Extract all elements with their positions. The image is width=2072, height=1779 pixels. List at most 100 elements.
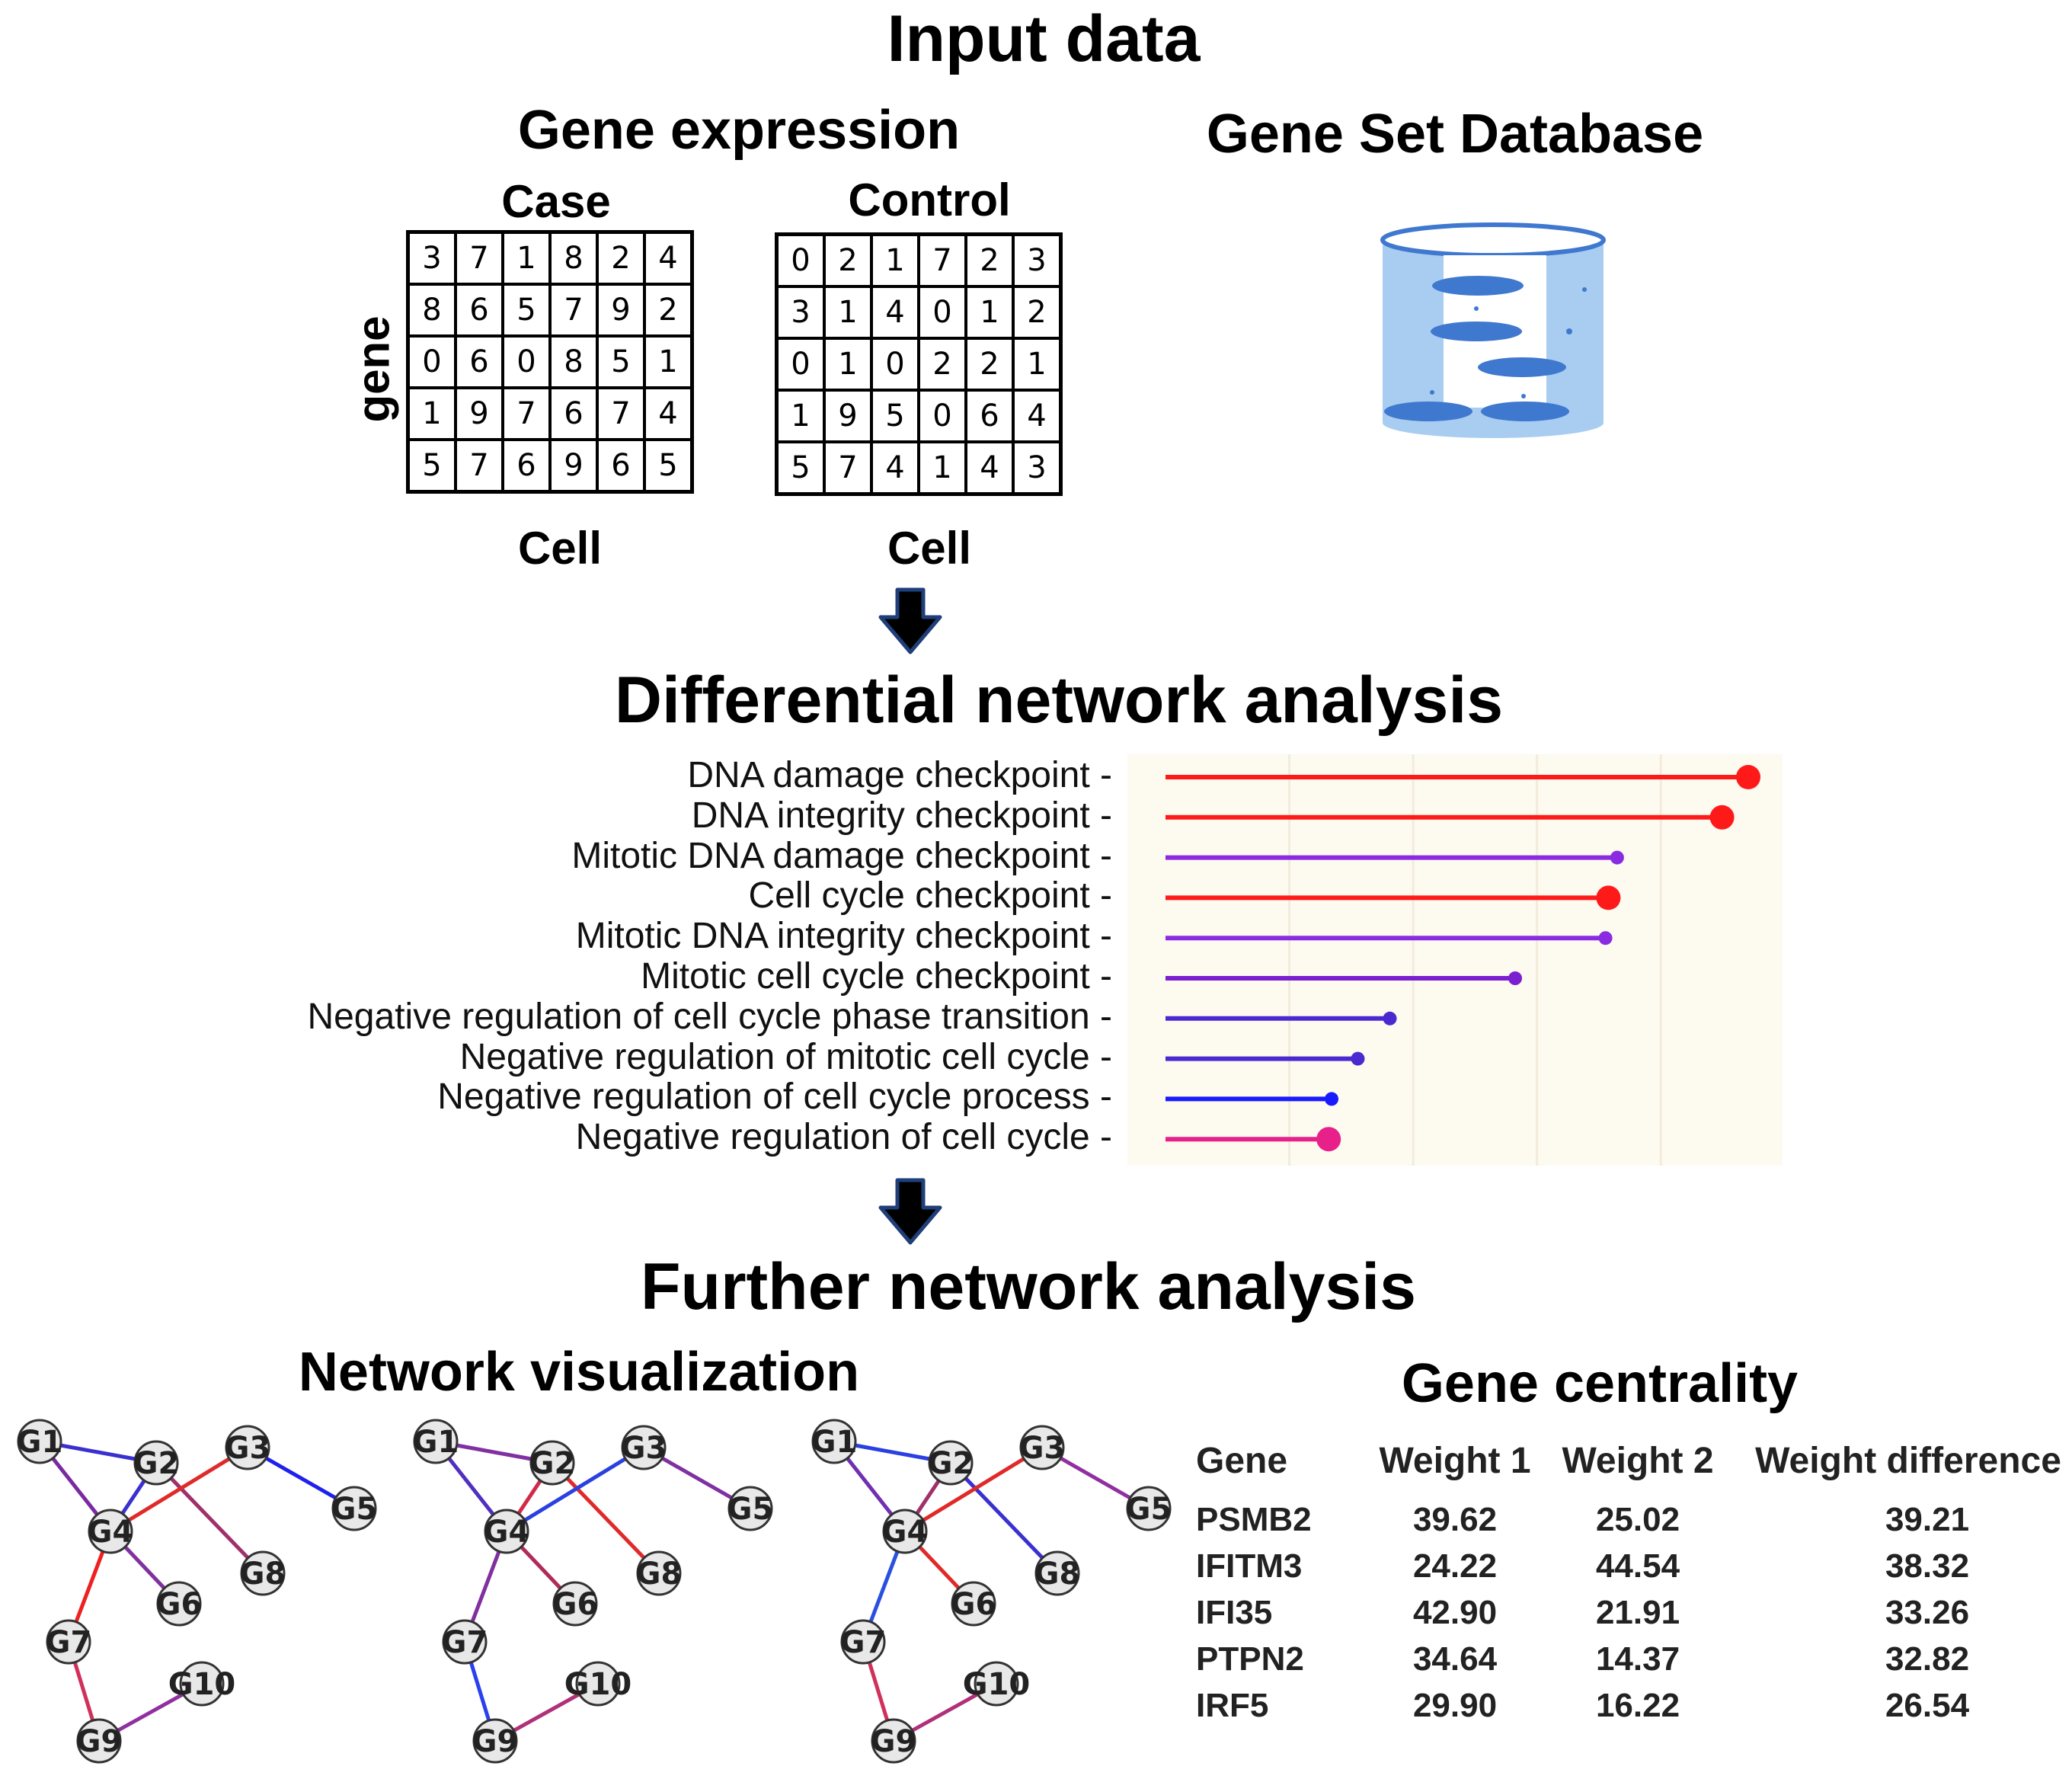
- network-node-label: G4: [484, 1515, 530, 1550]
- network-node-label: G7: [46, 1625, 92, 1660]
- matrix-cell: 9: [548, 438, 599, 494]
- lollipop-marker: [1325, 1092, 1339, 1106]
- network-edge: [109, 1445, 249, 1534]
- further-title: Further network analysis: [641, 1250, 1416, 1323]
- matrix-cell: 1: [501, 230, 552, 286]
- network-node-label: G9: [76, 1724, 123, 1759]
- table-cell: 24.22: [1412, 1547, 1498, 1585]
- network-node-label: G10: [963, 1667, 1031, 1702]
- network-node: [529, 1440, 575, 1486]
- gene-centrality-title: Gene centrality: [1401, 1353, 1799, 1414]
- gene-set-database-title: Gene Set Database: [1206, 104, 1704, 165]
- matrix-cell: 9: [823, 389, 873, 443]
- network-node: [552, 1581, 598, 1627]
- matrix-cell: 7: [823, 440, 873, 496]
- table-cell: 33.26: [1885, 1594, 1970, 1631]
- table-cell: 42.90: [1412, 1594, 1498, 1631]
- lollipop-marker: [1596, 885, 1621, 910]
- network-node: [621, 1425, 667, 1470]
- matrix-cell: 8: [406, 283, 457, 338]
- chart-category-label: Negative regulation of mitotic cell cycl…: [459, 1036, 1112, 1077]
- matrix-cell: 4: [870, 285, 920, 340]
- matrix-cell: 1: [964, 285, 1015, 340]
- matrix-cell: 2: [1012, 285, 1063, 340]
- network-node: [636, 1550, 682, 1596]
- case-label: Case: [501, 176, 611, 227]
- matrix-cell: 7: [917, 232, 967, 288]
- chart-category-label: Negative regulation of cell cycle proces…: [437, 1077, 1112, 1118]
- table-header: Weight 1: [1379, 1441, 1531, 1481]
- matrix-cell: 4: [870, 440, 920, 496]
- table-cell: IFITM3: [1196, 1547, 1303, 1585]
- chart-category-label: Mitotic DNA integrity checkpoint -: [575, 916, 1112, 957]
- network-node-label: G2: [529, 1446, 576, 1481]
- matrix-cell: 0: [775, 337, 826, 392]
- network-node-label: G7: [840, 1625, 887, 1660]
- network-node-label: G10: [564, 1667, 632, 1702]
- matrix-cell: 1: [643, 334, 694, 389]
- matrix-cell: 0: [501, 334, 552, 389]
- chart-category-label: Cell cycle checkpoint -: [748, 875, 1112, 917]
- matrix-cell: 1: [917, 440, 967, 496]
- network-node: [156, 1581, 202, 1627]
- network-node: [413, 1419, 459, 1464]
- lollipop-marker: [1351, 1051, 1365, 1066]
- chart-category-label: Mitotic cell cycle checkpoint -: [641, 956, 1112, 997]
- network-node-label: G4: [88, 1515, 134, 1550]
- table-cell: 25.02: [1595, 1501, 1680, 1538]
- matrix-cell: 2: [823, 232, 873, 288]
- input-data-title: Input data: [887, 2, 1201, 75]
- network-visualization-title: Network visualization: [298, 1342, 860, 1403]
- matrix-cell: 3: [1012, 232, 1063, 288]
- matrix-cell: 4: [643, 386, 694, 441]
- chart-category-labels: DNA damage checkpoint -DNA integrity che…: [229, 0, 1112, 1779]
- network-node: [46, 1619, 91, 1665]
- network-node: [974, 1661, 1019, 1707]
- network-node: [76, 1718, 122, 1764]
- network-node-label: G3: [621, 1431, 667, 1466]
- matrix-cell: 4: [643, 230, 694, 286]
- network-node-label: G7: [442, 1625, 488, 1660]
- network-node: [840, 1619, 886, 1665]
- network-node: [133, 1440, 179, 1486]
- matrix-cell: 6: [548, 386, 599, 441]
- matrix-cell: 4: [964, 440, 1015, 496]
- table-cell: 21.91: [1595, 1594, 1680, 1631]
- table-cell: 16.22: [1595, 1687, 1680, 1724]
- chart-category-label: Negative regulation of cell cycle phase …: [307, 996, 1112, 1037]
- table-cell: 34.64: [1412, 1640, 1498, 1678]
- network-node-label: G1: [413, 1425, 459, 1460]
- lollipop-chart: [1127, 754, 1783, 1166]
- matrix-cell: 1: [823, 285, 873, 340]
- chart-category-label: DNA integrity checkpoint -: [691, 795, 1112, 836]
- network-edge: [903, 1445, 1044, 1534]
- matrix-cell: 8: [548, 334, 599, 389]
- network-node: [472, 1718, 518, 1764]
- network-node: [811, 1419, 857, 1464]
- network-node-label: G6: [156, 1587, 203, 1622]
- lollipop-marker: [1598, 931, 1613, 945]
- table-cell: PTPN2: [1196, 1640, 1304, 1678]
- down-arrow-icon: [878, 587, 942, 654]
- matrix-cell: 5: [775, 440, 826, 496]
- network-node: [575, 1661, 621, 1707]
- network-node: [882, 1509, 928, 1554]
- matrix-cell: 1: [406, 386, 457, 441]
- lollipop-marker: [1316, 1127, 1341, 1152]
- control-label: Control: [848, 174, 1011, 226]
- matrix-cell: 6: [454, 283, 504, 338]
- table-header: Gene: [1196, 1441, 1288, 1481]
- matrix-cell: 9: [596, 283, 646, 338]
- table-cell: 39.62: [1412, 1501, 1498, 1538]
- chart-category-label: DNA damage checkpoint -: [687, 755, 1112, 795]
- matrix-cell: 5: [501, 283, 552, 338]
- matrix-cell: 9: [454, 386, 504, 441]
- database-cylinder-icon: [1380, 222, 1606, 438]
